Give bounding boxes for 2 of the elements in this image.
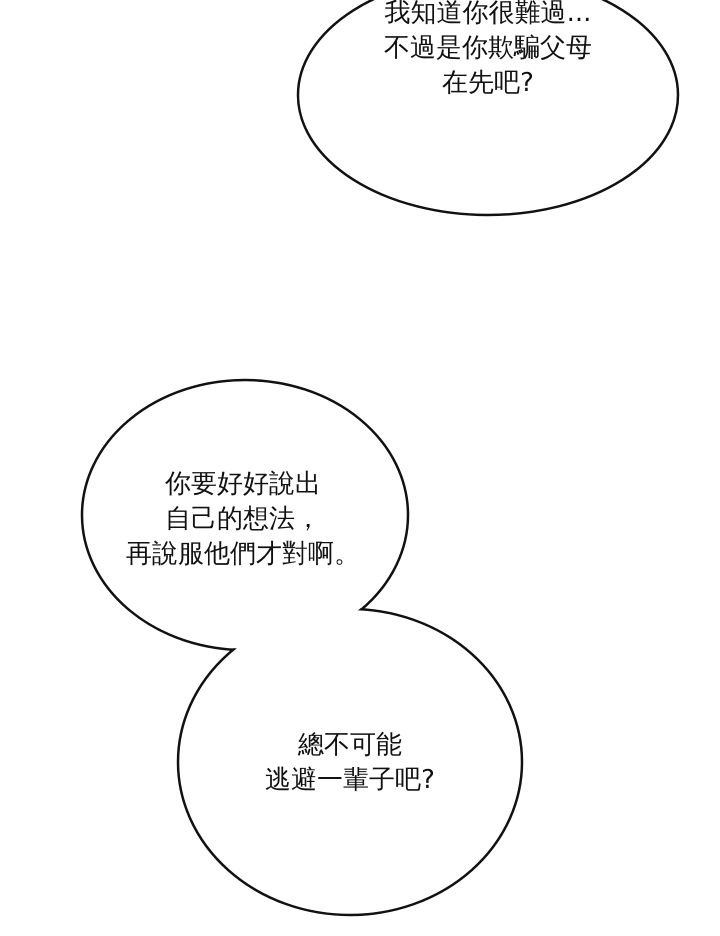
dialogue-text: 總不可能逃避一輩子吧?	[265, 729, 435, 797]
dialogue-text: 你要好好說出自己的想法，再說服他們才對啊。	[126, 468, 360, 571]
